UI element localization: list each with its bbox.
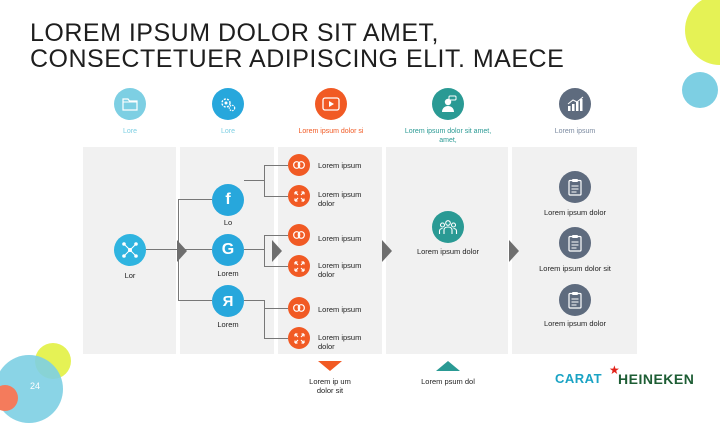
- decor-blue-circle-top: [682, 72, 718, 108]
- col3-label-5: Lorem ipsum: [318, 305, 362, 314]
- link-icon: [288, 224, 310, 246]
- connector-col2-top: [178, 199, 212, 200]
- header-bar-chart-icon: [559, 88, 591, 120]
- connector-y-vb: [264, 300, 265, 308]
- panel-col-3: [278, 147, 382, 354]
- col3-label-6: Lorem ipsum dolor: [318, 333, 362, 351]
- connector-fb-b: [264, 196, 288, 197]
- footer-orange-label: Lorem ip um dolor sit: [309, 377, 351, 395]
- decor-lime-circle-top: [685, 0, 720, 65]
- connector-fb-a: [264, 165, 288, 166]
- arrow-col1: [177, 240, 187, 262]
- link-icon: [288, 154, 310, 176]
- group-icon: [432, 211, 464, 243]
- footer-teal-label: Lorem psum dol: [421, 377, 475, 386]
- col2-label-2: Lorem: [217, 269, 239, 278]
- col1-label: Lor: [124, 271, 136, 280]
- col4-label: Lorem ipsum dolor: [416, 247, 480, 256]
- header-gears-icon: [212, 88, 244, 120]
- connector-col2-bot: [178, 300, 212, 301]
- connector-g-v: [264, 235, 265, 266]
- connector-g-b: [264, 266, 288, 267]
- expand-icon: [288, 255, 310, 277]
- col3-label-2: Lorem ipsum dolor: [318, 190, 362, 208]
- expand-icon: [288, 185, 310, 207]
- heineken-star-icon: ★: [609, 363, 620, 377]
- header-label-2: Lore: [220, 128, 235, 135]
- connector-g-h: [244, 249, 264, 250]
- arrow-col2: [272, 240, 282, 262]
- connector-y-h: [244, 300, 264, 301]
- page-number: 24: [30, 381, 41, 391]
- facebook-icon: f: [212, 184, 244, 216]
- orange-down-triangle: [318, 361, 342, 371]
- clipboard-icon: [559, 284, 591, 316]
- col5-label-1: Lorem ipsum dolor: [543, 208, 607, 217]
- carat-logo: CARAT: [555, 371, 603, 386]
- link-icon: [288, 297, 310, 319]
- header-label-4-cont: amet,: [439, 137, 457, 144]
- col5-label-3: Lorem ipsum dolor: [543, 319, 607, 328]
- col3-label-3: Lorem ipsum: [318, 234, 362, 243]
- clipboard-icon: [559, 171, 591, 203]
- col3-label-4: Lorem ipsum dolor: [318, 261, 362, 279]
- google-icon: G: [212, 234, 244, 266]
- slide-title: LOREM IPSUM DOLOR SIT AMET, CONSECTETUER…: [30, 19, 565, 73]
- col3-label-1: Lorem ipsum: [318, 161, 362, 170]
- connector-y-a: [264, 308, 288, 309]
- heineken-logo: HEINEKEN: [618, 371, 695, 387]
- header-label-3: Lorem ipsum dolor si: [298, 128, 364, 135]
- arrow-col3: [382, 240, 392, 262]
- col5-label-2: Lorem ipsum dolor sit: [539, 264, 611, 273]
- teal-up-triangle: [436, 361, 460, 371]
- connector-y-b: [264, 338, 288, 339]
- network-icon: [114, 234, 146, 266]
- connector-y-v: [264, 308, 265, 338]
- header-label-5: Lorem ipsum: [554, 128, 596, 135]
- connector-col2-mid: [178, 249, 212, 250]
- arrow-col4: [509, 240, 519, 262]
- clipboard-icon: [559, 227, 591, 259]
- col2-label-3: Lorem: [217, 320, 239, 329]
- connector-g-a: [264, 235, 288, 236]
- panel-col-4: [386, 147, 508, 354]
- header-folder-icon: [114, 88, 146, 120]
- header-video-play-icon: [315, 88, 347, 120]
- connector-fb-h: [244, 180, 264, 181]
- col2-label-1: Lo: [223, 218, 233, 227]
- yandex-icon: Я: [212, 285, 244, 317]
- expand-icon: [288, 327, 310, 349]
- connector-col1-h: [146, 249, 178, 250]
- header-label-4: Lorem ipsum dolor sit amet,: [404, 128, 492, 135]
- header-label-1: Lore: [122, 128, 137, 135]
- connector-fb-v: [264, 165, 265, 196]
- header-person-chat-icon: [432, 88, 464, 120]
